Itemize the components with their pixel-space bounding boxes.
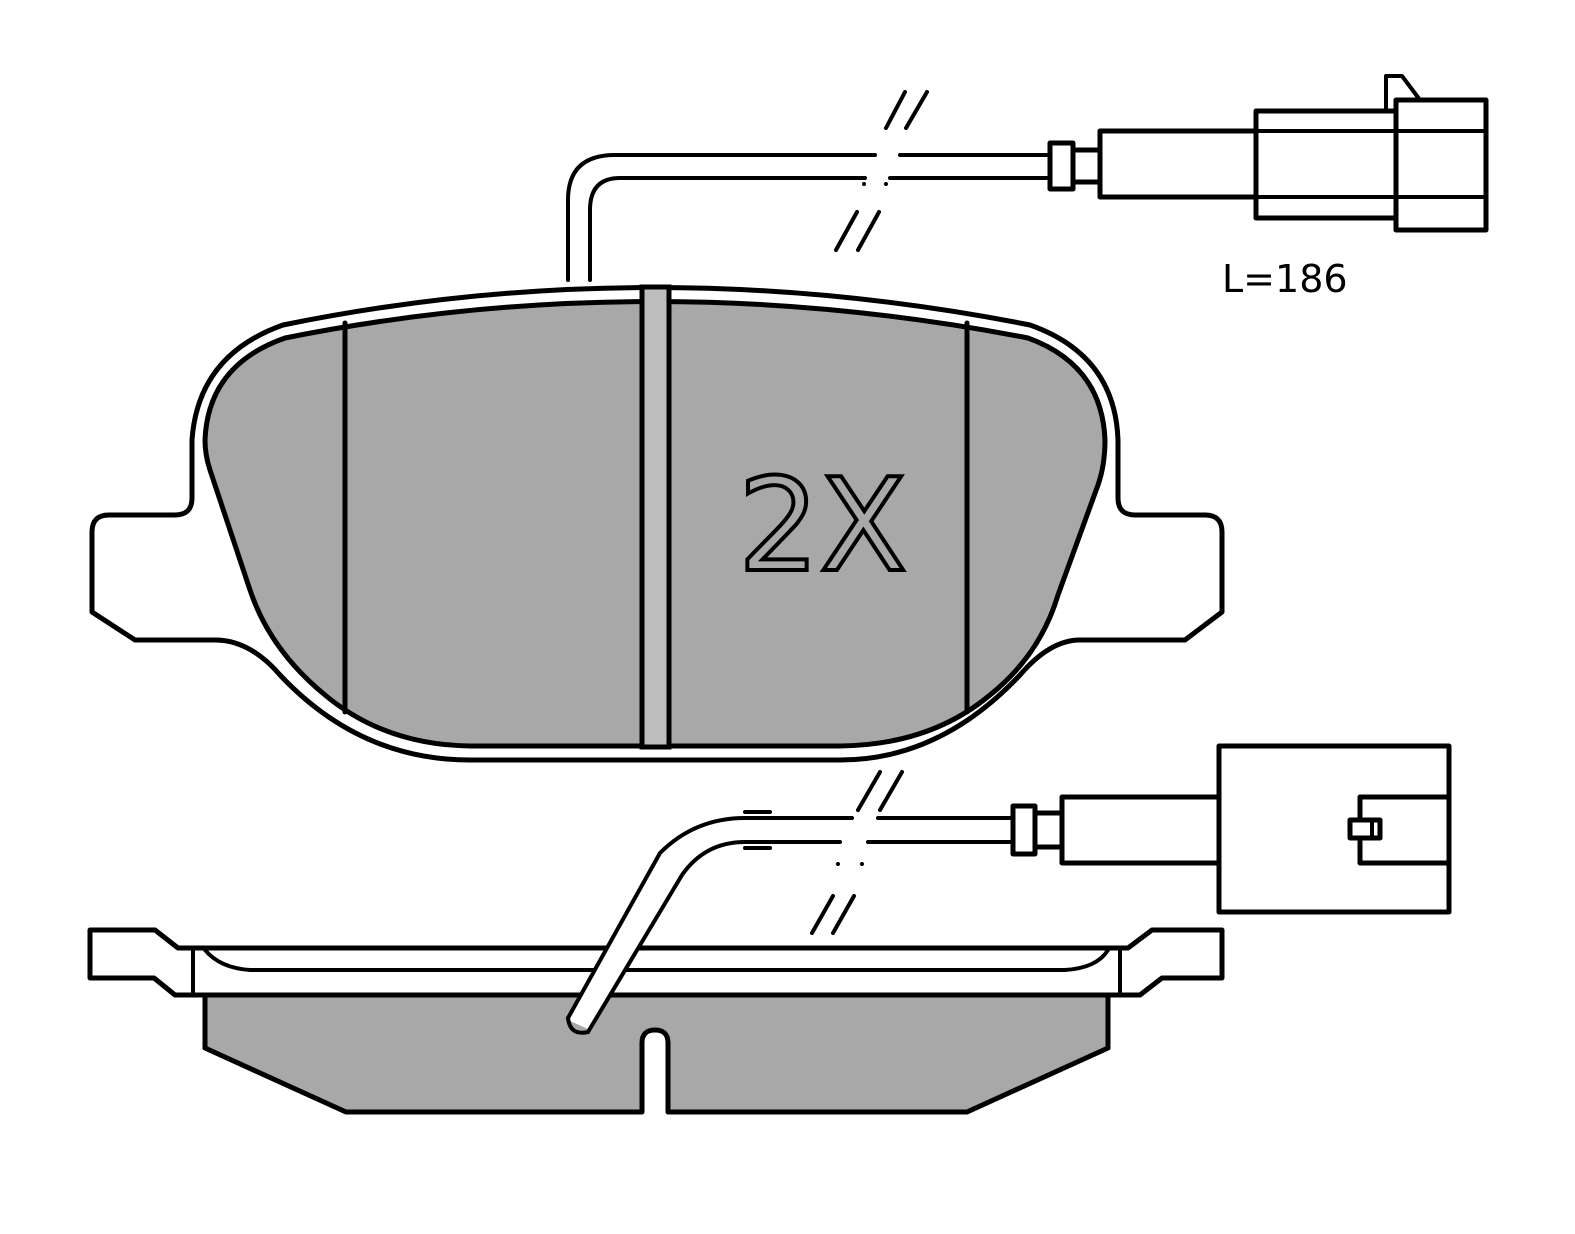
break-mark: [834, 210, 859, 252]
pad-side-view: [87, 927, 1225, 1115]
break-dot: [836, 862, 840, 866]
break-mark: [856, 210, 881, 252]
center-slot: [639, 284, 672, 750]
break-dot: [884, 182, 888, 186]
break-mark: [831, 894, 856, 935]
break-mark: [884, 90, 907, 130]
side-shim-curve: [203, 948, 1110, 972]
wire-crimp-bottom: [1010, 803, 1038, 857]
break-mark: [878, 770, 904, 812]
wire-end-cap: [566, 1016, 590, 1035]
wire-bottom-body: [568, 818, 860, 1030]
wire-outer-bottom: [566, 816, 854, 1020]
wire-sleeve-top: [1070, 147, 1103, 185]
sensor-wire-top: L=186: [566, 74, 1489, 301]
wire-length-label: L=186: [1222, 257, 1348, 301]
connector-body-top: [1097, 128, 1259, 200]
wire-crimp-top: [1047, 140, 1076, 192]
break-dot: [860, 862, 864, 866]
wire-inner-bottom: [586, 840, 842, 1034]
break-mark: [904, 90, 929, 130]
side-friction-material: [202, 992, 1111, 1115]
connector-latch-top: [1393, 97, 1489, 233]
break-mark: [856, 770, 882, 812]
wire-sleeve-bottom: [1032, 810, 1065, 850]
connector-latch-tab-bottom: [1347, 817, 1383, 841]
wire-outer-top: [566, 153, 877, 282]
connector-body-bottom: [1059, 794, 1222, 866]
connector-latch-tab: [1384, 74, 1422, 113]
wire-inner-top: [588, 176, 867, 282]
break-mark: [810, 894, 835, 935]
quantity-label: 2X: [738, 452, 907, 601]
pad-front-view: 2X: [89, 284, 1225, 763]
break-dot: [862, 182, 866, 186]
sensor-wire-bottom: [566, 743, 1452, 1035]
side-backing-plate: [87, 927, 1225, 998]
